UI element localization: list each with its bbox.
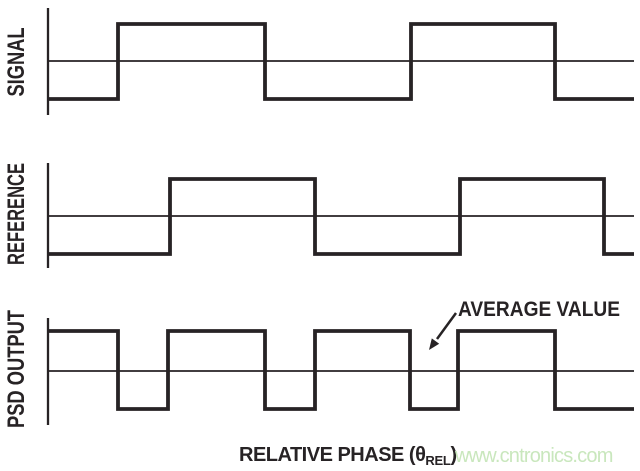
x-axis-label-subscript: REL [425, 453, 450, 468]
reference-waveform [48, 177, 634, 256]
signal-axis-label: SIGNAL [3, 28, 30, 97]
panel-psd-output: PSD OUTPUT [3, 310, 634, 428]
watermark-text: www.cntronics.com [454, 445, 613, 467]
panel-signal: SIGNAL [3, 8, 634, 115]
panel-reference: REFERENCE [3, 163, 634, 268]
average-value-arrowhead-icon [429, 338, 440, 350]
x-axis-label-close-paren: ) [451, 444, 457, 466]
psd-output-axis-label: PSD OUTPUT [3, 310, 30, 428]
average-value-arrow-line [435, 312, 458, 340]
psd-output-waveform [48, 329, 634, 411]
waveform-panels: SIGNAL REFERENCE PSD OUTPUT [3, 8, 634, 428]
average-value-annotation: AVERAGE VALUE [429, 298, 620, 350]
x-axis-label: RELATIVE PHASE (θREL) [239, 444, 457, 468]
x-axis-label-main: RELATIVE PHASE (θ [239, 444, 425, 466]
signal-waveform [48, 22, 634, 101]
average-value-label: AVERAGE VALUE [458, 298, 620, 321]
reference-axis-label: REFERENCE [3, 163, 30, 265]
